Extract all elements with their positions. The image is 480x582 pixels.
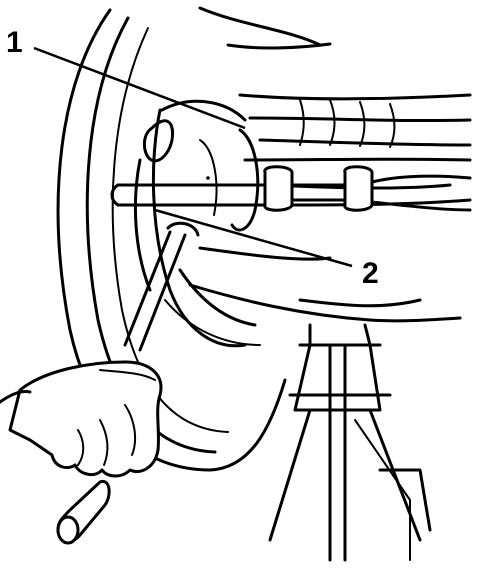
hand-with-wrench: [0, 221, 200, 545]
callout-1: 1: [6, 26, 246, 130]
callout-2-leader: [154, 208, 353, 268]
brake-disc: [133, 99, 261, 348]
callout-2: 2: [154, 208, 379, 290]
callout-1-number: 1: [6, 26, 23, 59]
suspension-arms: [188, 93, 472, 323]
drive-shaft: [110, 165, 472, 212]
callout-1-leader: [33, 46, 246, 130]
jack-stand: [268, 323, 432, 562]
callout-2-number: 2: [362, 257, 379, 290]
